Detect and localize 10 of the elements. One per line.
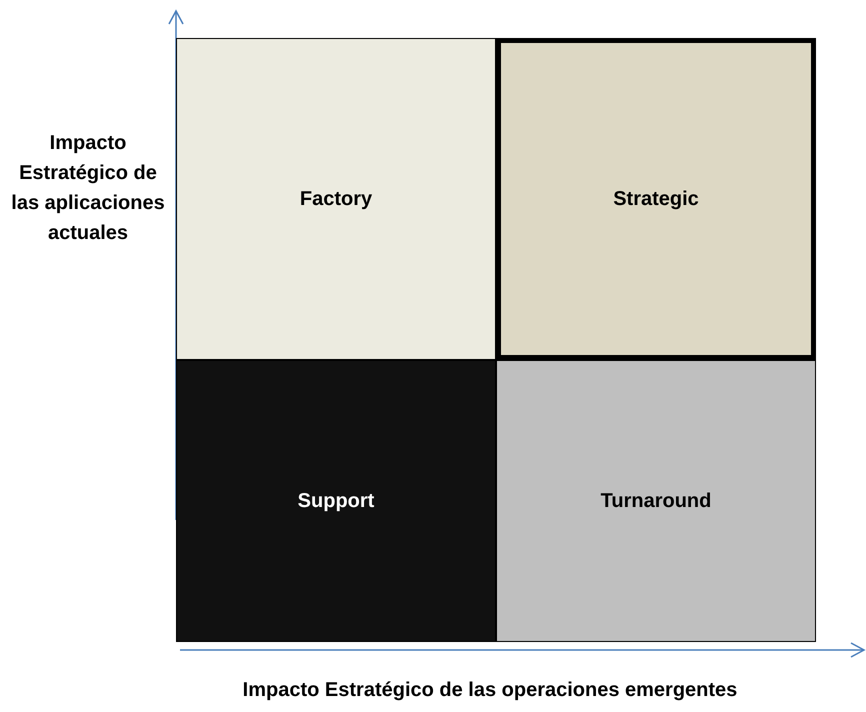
quadrant-label: Turnaround [600,490,712,512]
highlighted-quadrant [496,38,816,360]
x-axis-title: Impacto Estratégico de las operaciones emergentes [242,678,738,703]
quadrant-label: Factory [300,188,372,210]
quadrant [176,360,496,642]
quadrant-label: Support [298,490,374,512]
quadrant-label: Strategic [613,188,699,210]
quadrant [496,360,816,642]
quadrant [176,38,496,360]
y-axis-title: Impacto Estratégico de las aplicaciones actuales [10,131,166,246]
